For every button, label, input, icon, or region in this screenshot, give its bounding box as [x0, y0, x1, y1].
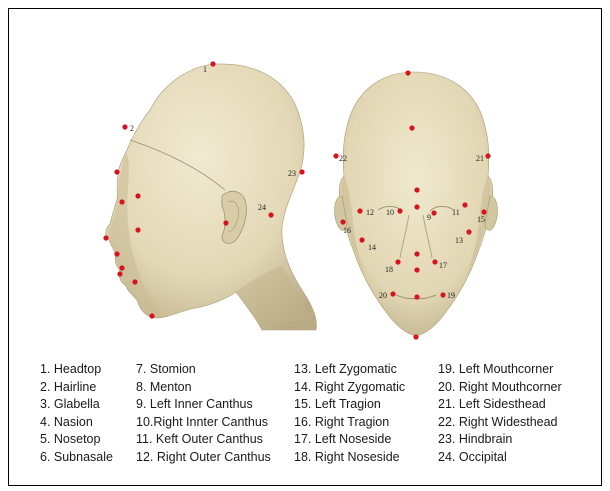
legend-column-4: 19. Left Mouthcorner 20. Right Mouthcorn…: [438, 361, 562, 466]
legend-column-2: 7. Stomion 8. Menton 9. Left Inner Canth…: [136, 361, 271, 466]
legend-item: 9. Left Inner Canthus: [136, 396, 271, 414]
front-label-16: 16: [343, 226, 351, 235]
landmark-dot-occipital: [268, 212, 273, 217]
front-label-18: 18: [385, 265, 393, 274]
landmark-dot-menton: [149, 313, 154, 318]
front-label-22: 22: [339, 154, 347, 163]
legend-item: 11. Keft Outer Canthus: [136, 431, 271, 449]
landmark-dot-front-menton: [413, 334, 418, 339]
landmark-dot-side-eye: [135, 193, 140, 198]
legend-item: 4. Nasion: [40, 414, 113, 432]
legend-item: 6. Subnasale: [40, 449, 113, 467]
landmark-dot-left-noseside: [432, 259, 437, 264]
landmark-dot-left-tragion: [481, 209, 486, 214]
landmark-dot-left-sidesthead: [485, 153, 490, 158]
landmark-dot-front-glabella: [414, 187, 419, 192]
legend-item: 17. Left Noseside: [294, 431, 405, 449]
legend-item: 22. Right Widesthead: [438, 414, 562, 432]
landmark-dot-right-zygomatic: [359, 237, 364, 242]
legend-item: 14. Right Zygomatic: [294, 379, 405, 397]
front-label-9: 9: [427, 213, 431, 222]
landmark-dot-hindbrain: [299, 169, 304, 174]
legend-item: 10.Right Innter Canthus: [136, 414, 271, 432]
landmark-dot-tragion: [223, 220, 228, 225]
legend-item: 16. Right Tragion: [294, 414, 405, 432]
front-label-10: 10: [386, 208, 394, 217]
landmark-dot-front-hairline: [409, 125, 414, 130]
landmark-dot-right-inner-canthus: [397, 208, 402, 213]
legend-item: 24. Occipital: [438, 449, 562, 467]
legend-item: 2. Hairline: [40, 379, 113, 397]
landmark-dot-front-stomion: [414, 294, 419, 299]
landmark-dot-left-inner-canthus: [431, 210, 436, 215]
landmark-dot-headtop: [210, 61, 215, 66]
landmark-dot-hairline: [122, 124, 127, 129]
landmark-dot-side-cheek: [135, 227, 140, 232]
landmark-dot-right-tragion: [340, 219, 345, 224]
legend-column-1: 1. Headtop 2. Hairline 3. Glabella 4. Na…: [40, 361, 113, 466]
landmark-dot-left-outer-canthus: [462, 202, 467, 207]
landmark-dot-right-mouthcorner: [390, 291, 395, 296]
legend-column-3: 13. Left Zygomatic 14. Right Zygomatic 1…: [294, 361, 405, 466]
legend-item: 18. Right Noseside: [294, 449, 405, 467]
front-label-14: 14: [368, 243, 376, 252]
legend-item: 15. Left Tragion: [294, 396, 405, 414]
legend-item: 13. Left Zygomatic: [294, 361, 405, 379]
landmark-dot-nasion: [119, 199, 124, 204]
legend-item: 21. Left Sidesthead: [438, 396, 562, 414]
front-label-15: 15: [477, 215, 485, 224]
landmark-dot-stomion: [119, 265, 124, 270]
landmark-dot-right-noseside: [395, 259, 400, 264]
landmark-dot-front-headtop: [405, 70, 410, 75]
front-label-13: 13: [455, 236, 463, 245]
landmark-dot-front-nosetop: [414, 251, 419, 256]
legend-item: 1. Headtop: [40, 361, 113, 379]
side-label-2: 2: [130, 124, 134, 133]
side-label-1: 1: [203, 65, 207, 74]
legend-item: 7. Stomion: [136, 361, 271, 379]
landmark-dot-right-outer-canthus: [357, 208, 362, 213]
front-label-19: 19: [447, 291, 455, 300]
legend-item: 20. Right Mouthcorner: [438, 379, 562, 397]
landmark-dot-front-subnasale: [414, 267, 419, 272]
legend-item: 5. Nosetop: [40, 431, 113, 449]
landmark-dot-glabella: [114, 169, 119, 174]
landmark-dot-left-zygomatic: [466, 229, 471, 234]
front-label-12: 12: [366, 208, 374, 217]
landmark-dot-front-nasion: [414, 204, 419, 209]
landmark-dot-nosetop: [103, 235, 108, 240]
legend-item: 12. Right Outer Canthus: [136, 449, 271, 467]
front-label-21: 21: [476, 154, 484, 163]
front-label-20: 20: [379, 291, 387, 300]
landmark-dot-subnasale: [114, 251, 119, 256]
legend-item: 8. Menton: [136, 379, 271, 397]
legend-item: 19. Left Mouthcorner: [438, 361, 562, 379]
side-label-23: 23: [288, 169, 296, 178]
legend-item: 3. Glabella: [40, 396, 113, 414]
side-label-24: 24: [258, 203, 266, 212]
front-label-11: 11: [452, 208, 460, 217]
landmark-dot-side-lip: [117, 271, 122, 276]
landmark-dot-right-widesthead: [333, 153, 338, 158]
legend-item: 23. Hindbrain: [438, 431, 562, 449]
front-label-17: 17: [439, 261, 447, 270]
landmark-dot-left-mouthcorner: [440, 292, 445, 297]
landmark-dot-side-mouthcorner: [132, 279, 137, 284]
